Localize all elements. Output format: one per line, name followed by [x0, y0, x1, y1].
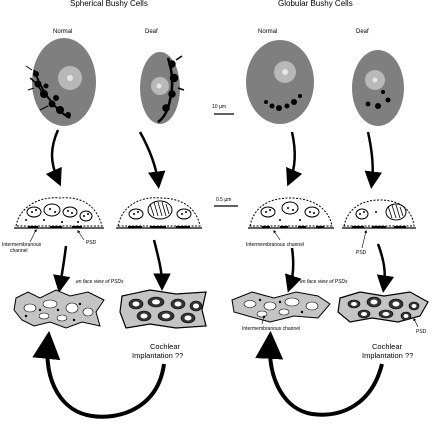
- label-intermembranous-channel-right: Intermembranous channel: [246, 230, 304, 248]
- svg-text:0.5 µm: 0.5 µm: [216, 197, 231, 203]
- header-spherical-bushy-cells: Spherical Bushy Cells: [70, 0, 148, 8]
- arrow-down-1: [45, 129, 62, 187]
- synapse-spherical-normal: [14, 197, 104, 229]
- svg-text:PSD: PSD: [86, 240, 97, 246]
- svg-text:PSD: PSD: [356, 250, 367, 256]
- en-face-globular-deaf: [337, 291, 429, 323]
- svg-text:Implantation ??: Implantation ??: [362, 351, 413, 360]
- column-label-deaf-globular: Deaf: [356, 29, 369, 35]
- column-label-normal-spherical: Normal: [53, 29, 72, 35]
- endbulb-terminals: [264, 94, 302, 111]
- label-psd-right: PSD: [356, 229, 368, 256]
- return-arrow-right: [255, 330, 384, 417]
- column-label-deaf-spherical: Deaf: [145, 29, 158, 35]
- arrow-down-2: [138, 131, 166, 189]
- arrow-down-6: [152, 239, 171, 291]
- return-arrow-left: [32, 330, 166, 419]
- svg-text:Intermembranous: Intermembranous: [2, 242, 42, 248]
- cell-spherical-normal: [25, 38, 96, 126]
- svg-text:Intermembranous channel: Intermembranous channel: [242, 326, 300, 332]
- arrow-down-7: [285, 247, 302, 293]
- endbulb-terminals: [25, 65, 71, 119]
- en-face-globular-normal: [231, 291, 331, 323]
- svg-text:Cochlear: Cochlear: [372, 342, 403, 351]
- svg-text:PSD: PSD: [416, 329, 427, 335]
- arrow-down-5: [53, 245, 71, 293]
- synapse-globular-deaf: [342, 199, 416, 229]
- label-cochlear-implantation-right: Cochlear Implantation ??: [362, 342, 413, 360]
- arrow-down-8: [376, 243, 395, 293]
- arrow-down-4: [364, 131, 382, 189]
- en-face-spherical-deaf: [119, 289, 207, 329]
- label-intermembranous-channel-left: Intermembranous channel: [2, 228, 42, 254]
- label-psd-bottom: PSD: [413, 317, 427, 335]
- header-globular-bushy-cells: Globular Bushy Cells: [278, 0, 353, 8]
- svg-text:Intermembranous channel: Intermembranous channel: [246, 242, 304, 248]
- synapse-globular-normal: [248, 197, 334, 229]
- arrow-down-3: [286, 131, 303, 187]
- scale-bar-cell: 10 µm: [212, 104, 234, 115]
- svg-text:10 µm: 10 µm: [212, 104, 226, 110]
- endbulb-terminals: [365, 90, 391, 109]
- label-en-face-left: en face view of PSDs: [76, 279, 124, 285]
- synapse-spherical-deaf: [116, 197, 202, 229]
- svg-text:channel: channel: [10, 248, 28, 254]
- en-face-spherical-normal: [13, 289, 105, 329]
- scale-bar-synapse: 0.5 µm: [214, 197, 238, 207]
- cell-globular-normal: [246, 40, 314, 124]
- cell-spherical-deaf: [140, 52, 185, 124]
- label-psd-left: PSD: [77, 230, 97, 246]
- endbulb-terminals: [157, 55, 185, 124]
- cell-globular-deaf: [352, 50, 404, 126]
- label-intermembranous-channel-bottom: Intermembranous channel: [242, 314, 300, 332]
- label-cochlear-implantation-left: Cochlear Implantation ??: [132, 342, 183, 360]
- svg-text:Cochlear: Cochlear: [150, 342, 181, 351]
- column-label-normal-globular: Normal: [258, 29, 277, 35]
- svg-text:Implantation ??: Implantation ??: [132, 351, 183, 360]
- label-en-face-right: en face view of PSDs: [300, 279, 348, 285]
